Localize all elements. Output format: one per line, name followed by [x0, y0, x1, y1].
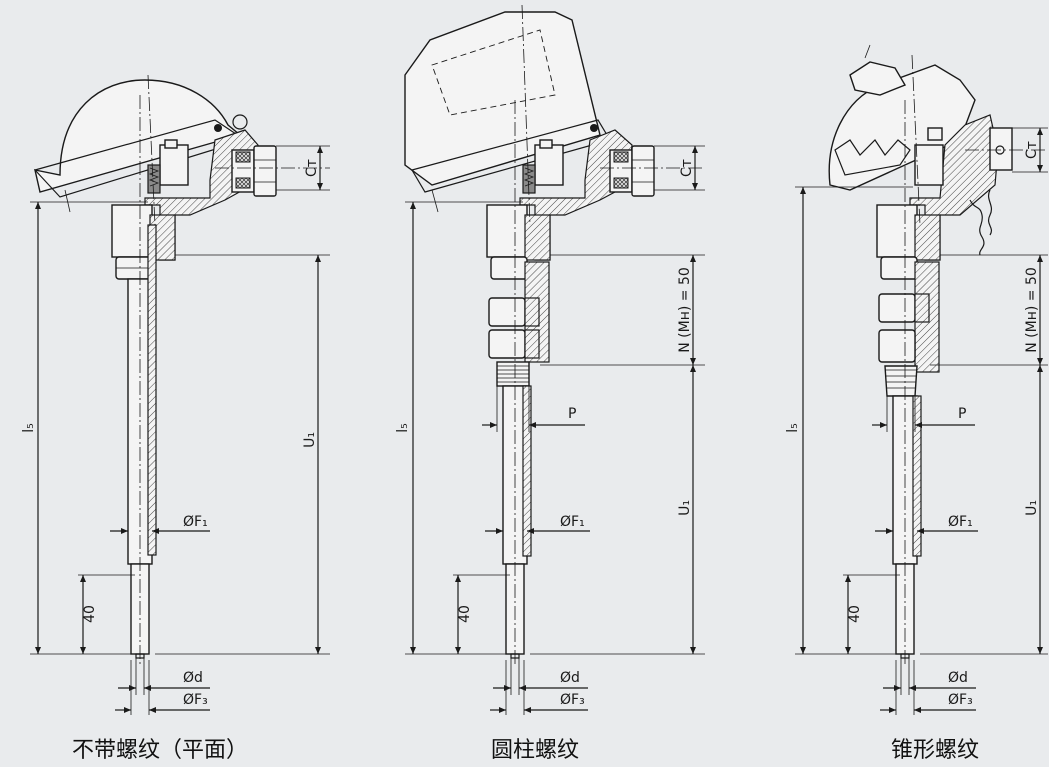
dim-label-u1: U₁ [677, 500, 693, 516]
dim-label-f1: ØF₁ [948, 514, 973, 530]
dim-label-p: P [958, 406, 966, 422]
figure-no-thread: l₅ U₁ Cᴛ 40 ØF₁ Ød ØF₃ 不带螺纹（平面） [21, 74, 330, 763]
caption-tapered-thread: 锥形螺纹 [891, 738, 979, 763]
dim-label-ct: Cᴛ [304, 159, 320, 177]
dim-label-d: Ød [183, 670, 203, 686]
dim-label-f1: ØF₁ [560, 514, 585, 530]
figure-cylindrical-thread: l₅ N (Mʜ) = 50 U₁ Cᴛ P 40 ØF₁ Ød ØF₃ [395, 4, 705, 763]
dim-label-l5: l₅ [785, 423, 801, 433]
terminal-head-cover [828, 64, 976, 191]
dim-label-f3: ØF₃ [948, 692, 973, 708]
dim-label-n: N (Mʜ) = 50 [677, 267, 693, 353]
dim-label-d: Ød [948, 670, 968, 686]
terminal-head-cover [34, 79, 242, 193]
terminal-head-cover [404, 11, 601, 186]
dim-label-ct: Cᴛ [1024, 141, 1040, 159]
dim-label-u1: U₁ [302, 432, 318, 448]
dim-label-p: P [568, 406, 576, 422]
dim-label-l5: l₅ [21, 423, 37, 433]
dim-label-f3: ØF₃ [183, 692, 208, 708]
dim-label-40: 40 [847, 605, 863, 623]
dim-label-40: 40 [457, 605, 473, 623]
dim-label-n: N (Mʜ) = 50 [1024, 267, 1040, 353]
figure-tapered-thread: l₅ N (Mʜ) = 50 U₁ Cᴛ P 40 ØF₁ Ød ØF₃ [785, 44, 1048, 763]
dim-label-d: Ød [560, 670, 580, 686]
dim-label-ct: Cᴛ [679, 159, 695, 177]
dim-label-f1: ØF₁ [183, 514, 208, 530]
dim-label-40: 40 [82, 605, 98, 623]
dim-label-f3: ØF₃ [560, 692, 585, 708]
dim-label-l5: l₅ [395, 423, 411, 433]
dim-label-u1: U₁ [1024, 500, 1040, 516]
caption-cylindrical-thread: 圆柱螺纹 [491, 738, 579, 763]
caption-no-thread: 不带螺纹（平面） [72, 738, 248, 763]
